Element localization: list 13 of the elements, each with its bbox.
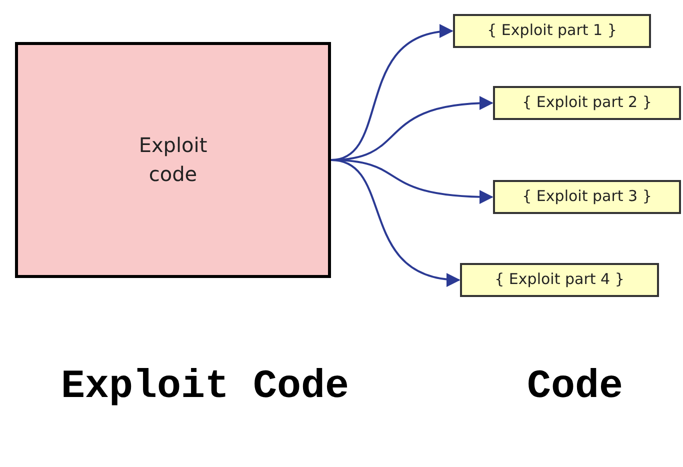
node-text: { Exploit part 4 } <box>494 269 624 290</box>
code-part-box <box>453 14 651 48</box>
caption-text: Code <box>526 364 624 412</box>
node-text: Exploit code <box>138 132 208 188</box>
node-text: { Exploit part 2 } <box>522 92 652 114</box>
arrow <box>330 159 460 286</box>
code-part-box <box>460 263 659 297</box>
caption-text: Exploit Code <box>60 364 350 412</box>
code-box <box>15 42 331 278</box>
node-text: { Exploit part 1 } <box>487 20 617 42</box>
code-part-box <box>493 86 681 120</box>
code-part-box <box>493 180 681 214</box>
node-text: { Exploit part 3 } <box>522 186 652 208</box>
